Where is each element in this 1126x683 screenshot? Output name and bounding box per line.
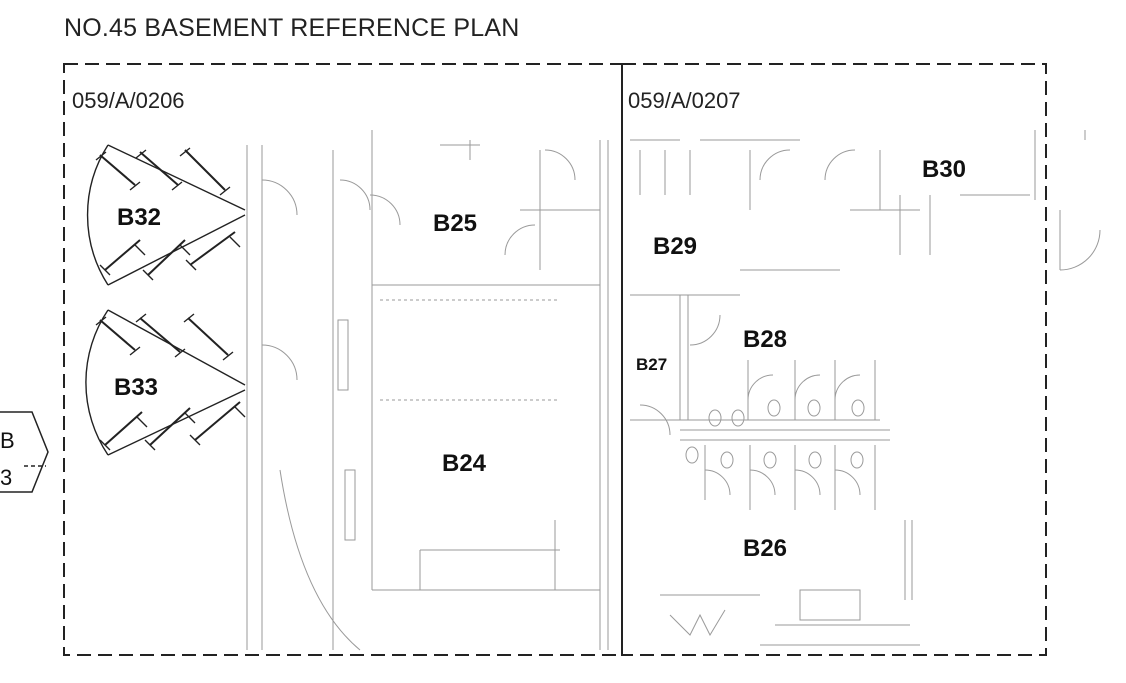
room-label-b29: B29 (653, 233, 698, 260)
room-label-b28: B28 (743, 326, 788, 353)
cycle-stands (85, 144, 246, 456)
room-label-b30: B30 (922, 156, 967, 183)
room-label-b26: B26 (743, 535, 788, 562)
sheet-reference-right: 059/A/0207 (628, 88, 741, 113)
sheet-boundary-left (63, 63, 623, 656)
room-label-b24: B24 (442, 450, 487, 477)
plan-linework (246, 130, 1101, 651)
room-label-b33: B33 (114, 374, 159, 401)
section-marker-shape (0, 411, 49, 493)
plan-title: NO.45 BASEMENT REFERENCE PLAN (64, 14, 520, 42)
section-marker-top: B (0, 428, 15, 453)
sheet-reference-left: 059/A/0206 (72, 88, 185, 113)
section-marker-bottom: 3 (0, 465, 13, 490)
room-label-b27: B27 (636, 355, 668, 374)
sheet-boundary-right (621, 63, 1047, 656)
room-label-b25: B25 (433, 210, 478, 237)
room-label-b32: B32 (117, 204, 162, 231)
